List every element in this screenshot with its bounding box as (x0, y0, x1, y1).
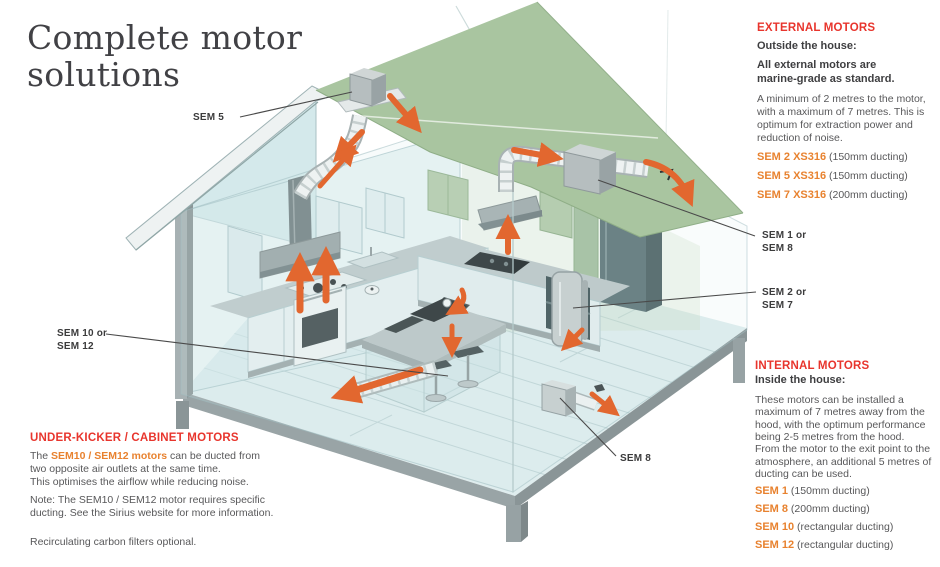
body-suffix: can be ducted from two opposite air outl… (30, 450, 260, 488)
external-sub2: All external motors are marine-grade as … (757, 58, 895, 85)
external-motors-heading: EXTERNAL MOTORS (757, 22, 876, 34)
model-spec: (150mm ducting) (826, 170, 908, 183)
model-name: SEM 7 XS316 (757, 189, 827, 202)
leader-lines (105, 91, 757, 457)
external-body: A minimum of 2 metres to the motor, with… (757, 93, 926, 144)
external-model-row: SEM 7 XS316 (200mm ducting) (757, 189, 937, 201)
page-title: Complete motor solutions (27, 18, 303, 94)
external-model-row: SEM 2 XS316 (150mm ducting) (757, 151, 937, 163)
sem2-7-motor (551, 271, 588, 347)
model-name: SEM 10 (755, 521, 795, 534)
model-spec: (200mm ducting) (788, 503, 870, 516)
internal-model-row: SEM 1 (150mm ducting) (755, 485, 935, 497)
model-name: SEM 8 (755, 503, 789, 516)
under-kicker-heading: UNDER-KICKER / CABINET MOTORS (30, 432, 239, 444)
internal-motors-section: INTERNAL MOTORS Inside the house: These … (755, 360, 935, 551)
airflow-arrows (285, 93, 695, 417)
model-spec: (200mm ducting) (826, 189, 908, 202)
under-kicker-footer: Recirculating carbon filters optional. (30, 535, 197, 548)
model-spec: (rectangular ducting) (794, 539, 894, 552)
under-kicker-section: UNDER-KICKER / CABINET MOTORS The SEM10 … (30, 432, 300, 549)
internal-model-row: SEM 10 (rectangular ducting) (755, 521, 935, 533)
model-name: SEM 5 XS316 (757, 170, 827, 183)
label-sem2-7: SEM 2 or SEM 7 (762, 287, 807, 311)
body-highlight: SEM10 / SEM12 motors (51, 450, 168, 462)
model-spec: (rectangular ducting) (794, 521, 894, 534)
roof (125, 1, 744, 251)
under-kicker-note: Note: The SEM10 / SEM12 motor requires s… (30, 494, 274, 520)
internal-model-row: SEM 8 (200mm ducting) (755, 503, 935, 515)
label-sem8: SEM 8 (620, 453, 652, 464)
model-name: SEM 12 (755, 539, 795, 552)
external-motors-section: EXTERNAL MOTORS Outside the house: All e… (757, 22, 937, 201)
label-sem1-8: SEM 1 or SEM 8 (762, 230, 807, 254)
under-kicker-body: The SEM10 / SEM12 motors can be ducted f… (30, 450, 300, 488)
model-spec: (150mm ducting) (788, 485, 870, 498)
model-name: SEM 2 XS316 (757, 151, 827, 164)
body-prefix: The (30, 450, 52, 462)
internal-body: These motors can be installed a maximum … (755, 393, 932, 480)
external-sub1: Outside the house: (757, 40, 857, 52)
internal-model-row: SEM 12 (rectangular ducting) (755, 539, 935, 551)
model-spec: (150mm ducting) (826, 151, 908, 164)
label-sem10-12: SEM 10 or SEM 12 (57, 328, 108, 352)
model-name: SEM 1 (755, 485, 789, 498)
external-model-row: SEM 5 XS316 (150mm ducting) (757, 170, 937, 182)
internal-motors-heading: INTERNAL MOTORS (755, 360, 870, 372)
internal-sub1: Inside the house: (755, 374, 846, 386)
label-sem5: SEM 5 (193, 112, 225, 123)
sem8-motor (541, 380, 605, 417)
